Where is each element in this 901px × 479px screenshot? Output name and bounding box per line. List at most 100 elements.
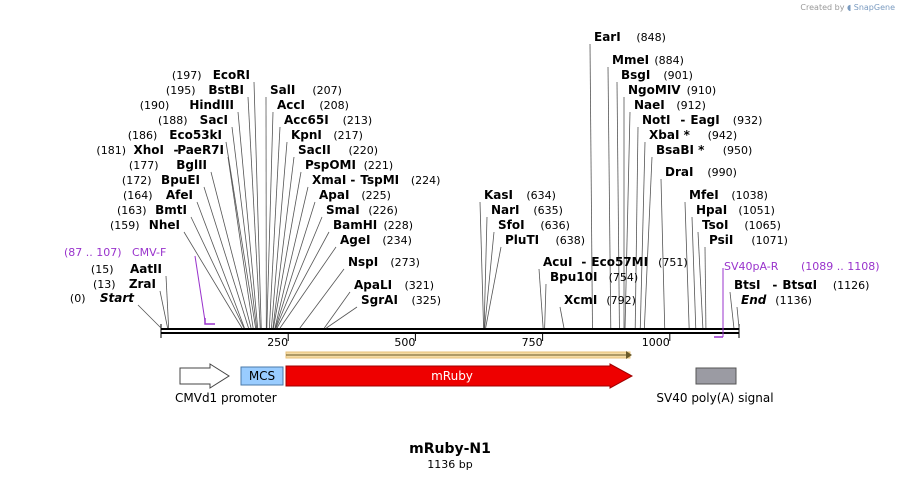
- site-smai[interactable]: SmaI(226): [326, 203, 398, 217]
- site-name: BpuEI: [161, 173, 200, 187]
- site-name: MfeI: [689, 188, 719, 202]
- cut-line-sfoi: [484, 231, 495, 329]
- site-bsgi[interactable]: BsgI(901): [621, 68, 693, 82]
- site-position: (884): [654, 54, 684, 67]
- site-start[interactable]: Start(0): [70, 291, 135, 305]
- cut-line-aatii: [165, 275, 170, 329]
- primer-range: (87 .. 107): [64, 246, 122, 259]
- site-bstbi[interactable]: BstBI(195): [166, 83, 244, 97]
- site-apali[interactable]: ApaLI(321): [354, 278, 434, 292]
- cut-line-bmti: [190, 216, 245, 329]
- site-eco53ki[interactable]: Eco53kI(186): [128, 128, 222, 142]
- site-saci[interactable]: SacI(188): [158, 113, 228, 127]
- cut-line-nhei: [183, 231, 243, 329]
- site-kpni[interactable]: KpnI(217): [291, 128, 363, 142]
- site-position: (932): [733, 114, 763, 127]
- site-noti[interactable]: NotI-EagI(932): [642, 113, 762, 127]
- site-name: NspI: [348, 255, 378, 269]
- feature-mcs[interactable]: MCS: [240, 366, 284, 386]
- site-bpuei[interactable]: BpuEI(172): [122, 173, 200, 187]
- site-acc65i[interactable]: Acc65I(213): [284, 113, 372, 127]
- site-separator: -: [581, 255, 586, 269]
- credit-prefix: Created by: [800, 3, 845, 12]
- cut-line-bpu10i: [544, 283, 547, 329]
- feature-cmvd1-promoter[interactable]: CMVd1 promoter: [175, 363, 277, 405]
- site-position: (207): [312, 84, 342, 97]
- site-aatii[interactable]: AatII(15): [91, 262, 162, 276]
- site-sali[interactable]: SalI(207): [270, 83, 342, 97]
- site-hindiii[interactable]: HindIII(190): [140, 98, 234, 112]
- site-position: (910): [687, 84, 717, 97]
- cut-line-agei: [279, 246, 337, 329]
- site-bpu10i[interactable]: Bpu10I(754): [550, 270, 638, 284]
- site-sgrai[interactable]: SgrAI (325): [361, 293, 441, 307]
- site-mfei[interactable]: MfeI (1038): [689, 188, 768, 202]
- site-name: EarI: [594, 30, 621, 44]
- cut-line-hpai: [691, 216, 697, 329]
- site-position: (325): [412, 294, 442, 307]
- feature-sv40-polya[interactable]: SV40 poly(A) signal: [656, 367, 774, 405]
- site-separator: -: [772, 278, 777, 292]
- site-sacii[interactable]: SacII(220): [298, 143, 378, 157]
- site-agei[interactable]: AgeI(234): [340, 233, 412, 247]
- site-bmti[interactable]: BmtI(163): [117, 203, 187, 217]
- site-apai[interactable]: ApaI(225): [319, 188, 391, 202]
- site-name: SgrAI: [361, 293, 398, 307]
- cut-line-start: [137, 304, 162, 329]
- feature-mruby[interactable]: mRuby: [285, 363, 634, 389]
- site-position: (635): [533, 204, 563, 217]
- site-position: (1038): [731, 189, 768, 202]
- primer-cmv-f[interactable]: (87 .. 107)CMV-F: [64, 246, 215, 325]
- site-name: BsaBI *: [656, 143, 705, 157]
- site-position: (159): [110, 219, 140, 232]
- cut-line-bsgi: [616, 81, 620, 329]
- site-drai[interactable]: DraI(990): [665, 165, 737, 179]
- site-position: (220): [349, 144, 379, 157]
- site-bamhi[interactable]: BamHI(228): [333, 218, 413, 232]
- site-xmai[interactable]: XmaI-TspMI(224): [312, 173, 440, 187]
- site-acui[interactable]: AcuI-Eco57MI(751): [543, 255, 688, 269]
- site-afei[interactable]: AfeI(164): [123, 188, 193, 202]
- site-name: XhoI: [133, 143, 164, 157]
- site-name: MmeI: [612, 53, 649, 67]
- cut-line-bsabi: [643, 156, 653, 329]
- site-name: PaeR7I: [177, 143, 224, 157]
- site-eari[interactable]: EarI(848): [594, 30, 666, 44]
- site-mmei[interactable]: MmeI (884): [612, 53, 684, 67]
- site-hpai[interactable]: HpaI(1051): [696, 203, 775, 217]
- site-bsabi[interactable]: BsaBI *(950): [656, 143, 752, 157]
- site-naei[interactable]: NaeI(912): [634, 98, 706, 112]
- site-name: NheI: [149, 218, 180, 232]
- cut-line-pluti: [485, 246, 502, 329]
- map-length: 1136 bp: [427, 458, 472, 471]
- site-bglii[interactable]: BglII(177): [129, 158, 207, 172]
- site-nari[interactable]: NarI(635): [491, 203, 563, 217]
- site-sfoi[interactable]: SfoI(636): [498, 218, 570, 232]
- site-nspi[interactable]: NspI(273): [348, 255, 420, 269]
- site-psii[interactable]: PsiI(1071): [709, 233, 788, 247]
- site-btsi[interactable]: BtsI-BtsαI(1126): [734, 278, 869, 292]
- site-end[interactable]: End(1136): [741, 293, 812, 307]
- site-name: NotI: [642, 113, 671, 127]
- site-position: (226): [368, 204, 398, 217]
- cut-line-hindiii: [237, 111, 259, 329]
- site-acci[interactable]: AccI(208): [277, 98, 349, 112]
- site-pluti[interactable]: PluTI(638): [505, 233, 585, 247]
- site-tsoi[interactable]: TsoI(1065): [702, 218, 781, 232]
- site-xbai[interactable]: XbaI *(942): [649, 128, 737, 142]
- site-name-2: Eco57MI: [591, 255, 648, 269]
- site-xcmi[interactable]: XcmI(792): [564, 293, 636, 307]
- site-zrai[interactable]: ZraI(13): [93, 277, 156, 291]
- primer-sv40pa-r[interactable]: SV40pA-R(1089 .. 1108): [714, 260, 880, 338]
- site-position: (1071): [751, 234, 788, 247]
- site-kasi[interactable]: KasI(634): [484, 188, 556, 202]
- site-ngomiv[interactable]: NgoMIV(910): [628, 83, 716, 97]
- site-separator: -: [174, 143, 179, 157]
- site-position: (754): [609, 271, 639, 284]
- site-position: (224): [411, 174, 441, 187]
- site-pspomi[interactable]: PspOMI(221): [305, 158, 393, 172]
- site-nhei[interactable]: NheI (159): [110, 218, 180, 232]
- cut-line-ecori: [253, 81, 262, 329]
- site-ecori[interactable]: EcoRI(197): [172, 68, 250, 82]
